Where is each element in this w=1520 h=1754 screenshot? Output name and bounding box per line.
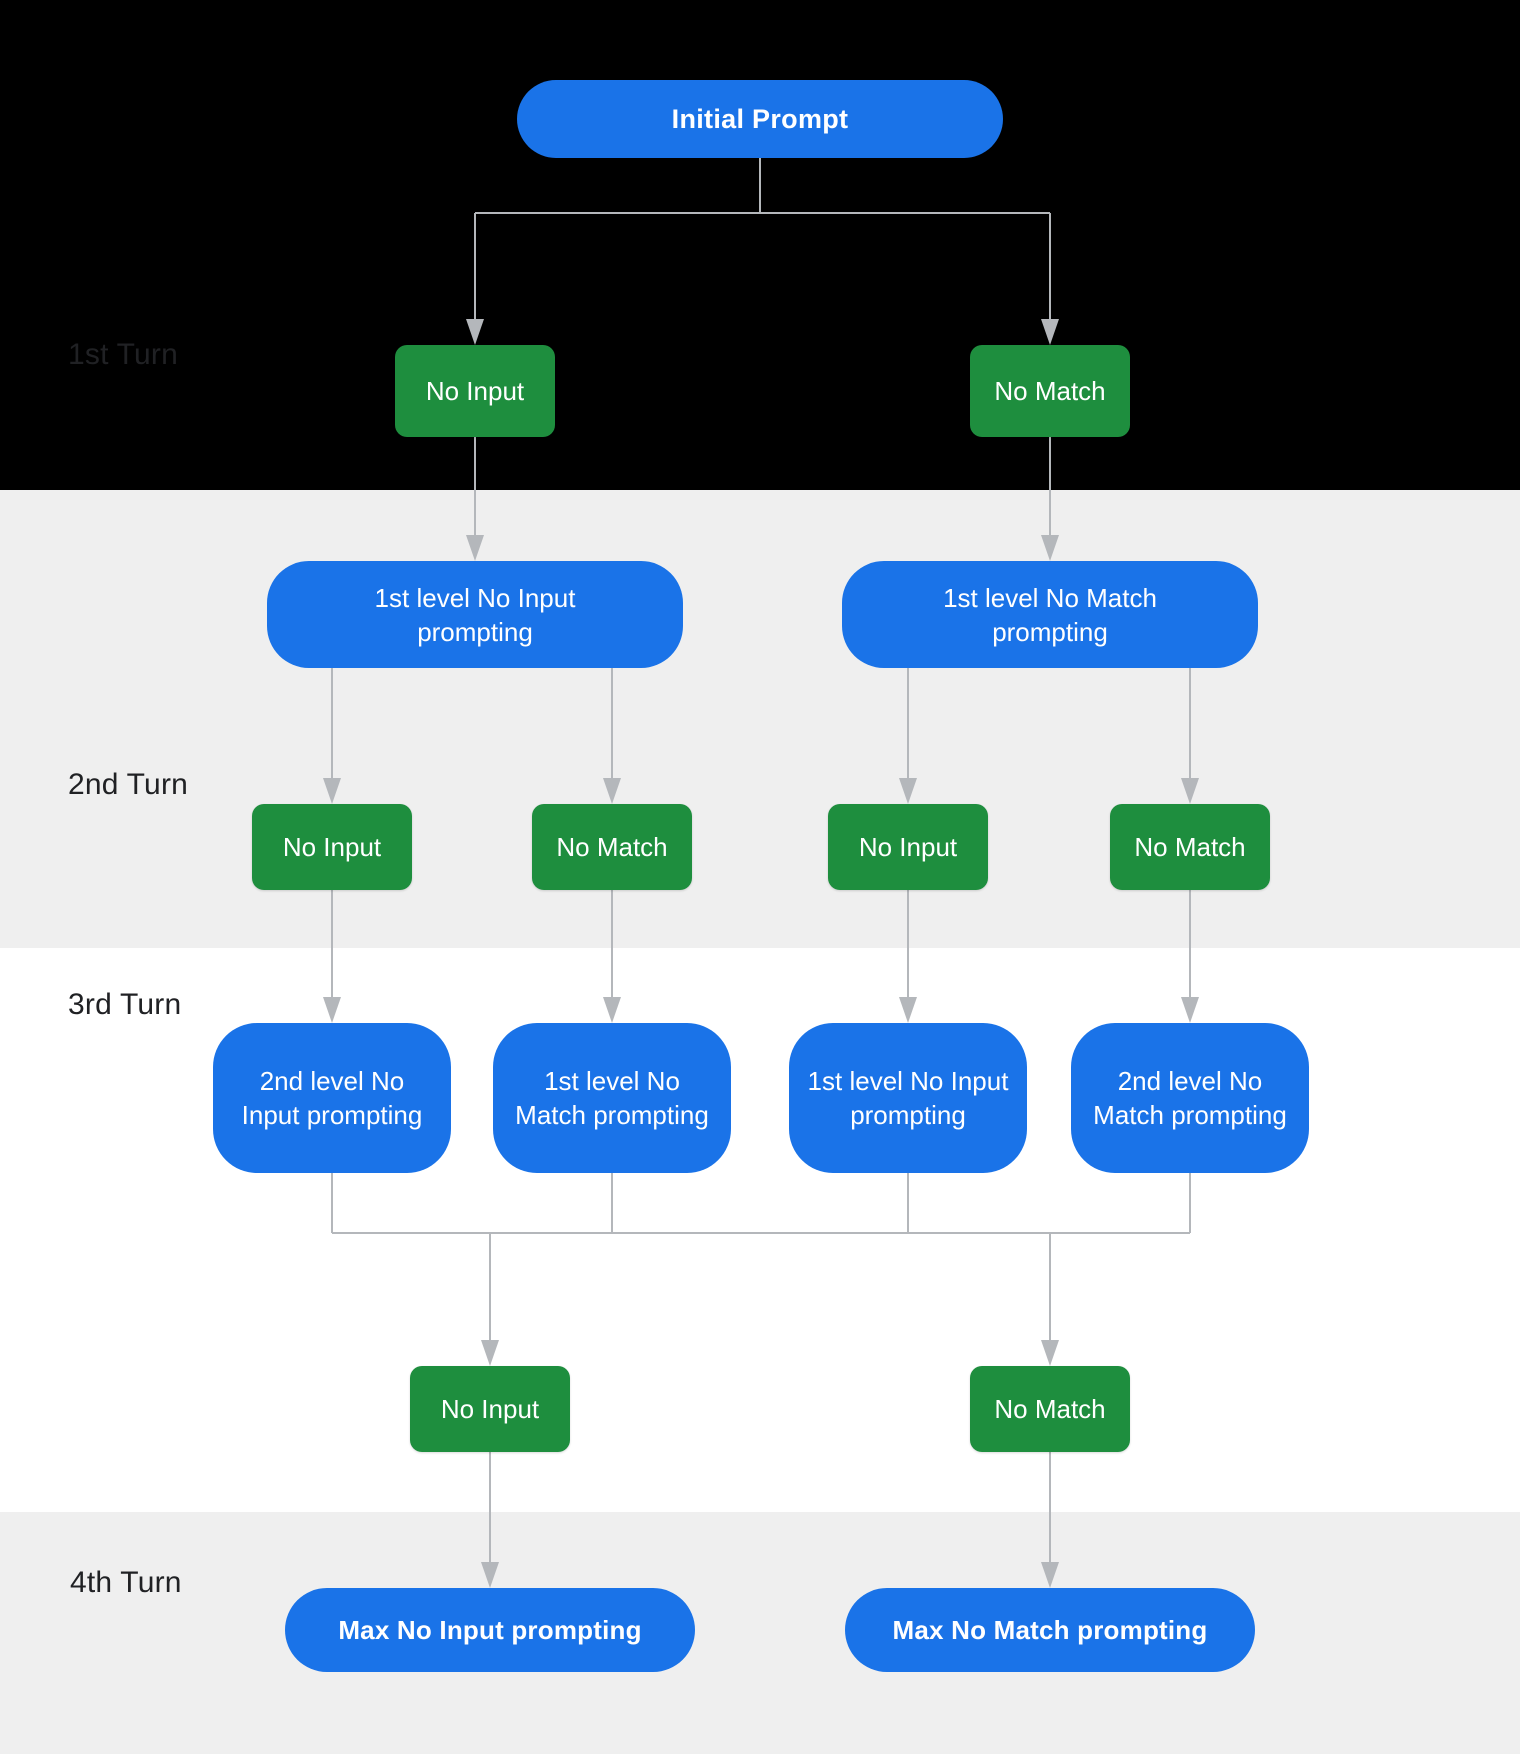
- node-initial-prompt: Initial Prompt: [517, 80, 1003, 158]
- node-turn2-no-match-1: No Match: [532, 804, 692, 890]
- node-1st-level-no-input-prompting-2: 1st level No Input prompting: [789, 1023, 1027, 1173]
- node-turn2-no-input-2: No Input: [828, 804, 988, 890]
- node-turn3-no-input: No Input: [410, 1366, 570, 1452]
- node-max-no-match-prompting: Max No Match prompting: [845, 1588, 1255, 1672]
- turn-label-4: 4th Turn: [70, 1566, 182, 1599]
- turn-label-2: 2nd Turn: [68, 768, 189, 801]
- node-turn3-no-match: No Match: [970, 1366, 1130, 1452]
- node-turn1-no-input: No Input: [395, 345, 555, 437]
- turn-label-3: 3rd Turn: [68, 988, 182, 1021]
- node-2nd-level-no-input-prompting: 2nd level No Input prompting: [213, 1023, 451, 1173]
- node-turn2-no-input-1: No Input: [252, 804, 412, 890]
- node-max-no-input-prompting: Max No Input prompting: [285, 1588, 695, 1672]
- node-2nd-level-no-match-prompting: 2nd level No Match prompting: [1071, 1023, 1309, 1173]
- node-turn2-no-match-2: No Match: [1110, 804, 1270, 890]
- turn-label-1: 1st Turn: [68, 338, 178, 371]
- node-1st-level-no-input-prompting: 1st level No Input prompting: [267, 561, 683, 668]
- section-turn4-background: [0, 1512, 1520, 1754]
- node-turn1-no-match: No Match: [970, 345, 1130, 437]
- node-1st-level-no-match-prompting: 1st level No Match prompting: [842, 561, 1258, 668]
- node-1st-level-no-match-prompting-2: 1st level No Match prompting: [493, 1023, 731, 1173]
